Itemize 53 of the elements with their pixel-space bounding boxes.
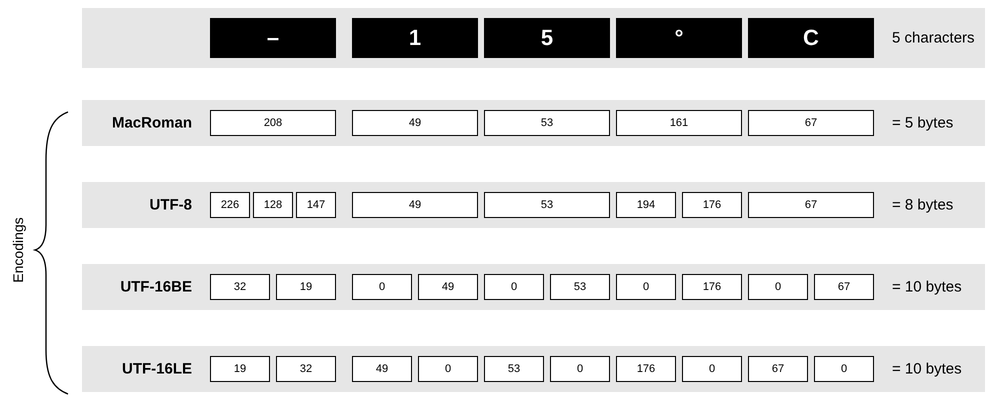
byte-value-box: 194 — [616, 192, 676, 218]
byte-value-box: 147 — [296, 192, 336, 218]
byte-value-box: 208 — [210, 110, 336, 136]
byte-value-box: 0 — [484, 274, 544, 300]
encoding-name: UTF-8 — [150, 196, 192, 214]
byte-value-box: 0 — [814, 356, 874, 382]
byte-value-box: 53 — [484, 192, 610, 218]
encoding-name: UTF-16LE — [122, 360, 192, 378]
byte-value-box: 176 — [682, 192, 742, 218]
row-band — [82, 8, 985, 68]
byte-value-box: 49 — [352, 110, 478, 136]
row-band — [82, 182, 985, 228]
byte-value-box: 53 — [484, 356, 544, 382]
byte-value-box: 53 — [550, 274, 610, 300]
byte-value-box: 176 — [682, 274, 742, 300]
character-count: 5 characters — [892, 30, 975, 46]
byte-count: = 8 bytes — [892, 196, 954, 214]
byte-value-box: 128 — [253, 192, 293, 218]
byte-count: = 10 bytes — [892, 278, 962, 296]
row-band — [82, 264, 985, 310]
byte-value-box: 67 — [748, 110, 874, 136]
byte-value-box: 32 — [210, 274, 270, 300]
byte-value-box: 0 — [616, 274, 676, 300]
byte-value-box: 49 — [352, 356, 412, 382]
encoding-name: MacRoman — [112, 114, 192, 132]
byte-value-box: 161 — [616, 110, 742, 136]
byte-value-box: 0 — [352, 274, 412, 300]
byte-value-box: 49 — [418, 274, 478, 300]
byte-value-box: 53 — [484, 110, 610, 136]
byte-value-box: 19 — [210, 356, 270, 382]
character-box: 5 — [484, 18, 610, 58]
byte-value-box: 0 — [418, 356, 478, 382]
byte-value-box: 0 — [748, 274, 808, 300]
byte-value-box: 176 — [616, 356, 676, 382]
byte-count: = 5 bytes — [892, 114, 954, 132]
row-band — [82, 100, 985, 146]
character-box: ° — [616, 18, 742, 58]
byte-value-box: 226 — [210, 192, 250, 218]
character-box: 1 — [352, 18, 478, 58]
byte-value-box: 19 — [276, 274, 336, 300]
character-box: C — [748, 18, 874, 58]
byte-value-box: 0 — [550, 356, 610, 382]
row-band — [82, 346, 985, 392]
byte-value-box: 32 — [276, 356, 336, 382]
character-box: – — [210, 18, 336, 58]
byte-value-box: 67 — [748, 356, 808, 382]
byte-value-box: 67 — [748, 192, 874, 218]
byte-value-box: 49 — [352, 192, 478, 218]
byte-count: = 10 bytes — [892, 360, 962, 378]
byte-value-box: 67 — [814, 274, 874, 300]
axis-label: Encodings — [10, 217, 26, 283]
encoding-name: UTF-16BE — [120, 278, 192, 296]
byte-value-box: 0 — [682, 356, 742, 382]
